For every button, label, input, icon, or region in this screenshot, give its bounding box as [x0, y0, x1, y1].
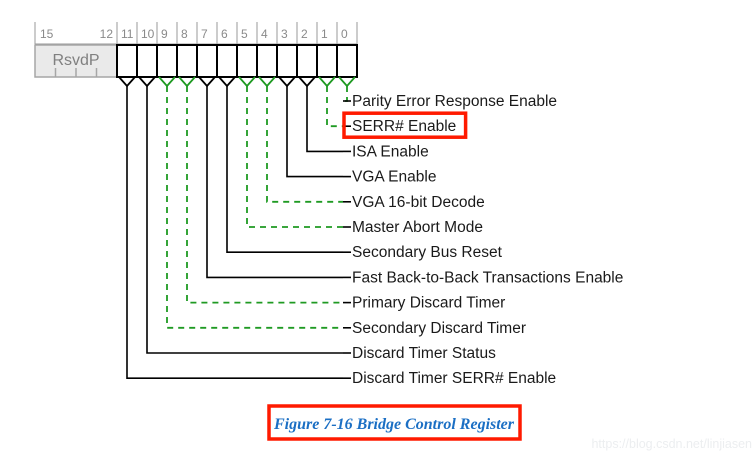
- bit-number-8: 8: [181, 27, 188, 41]
- bit-number-5: 5: [241, 27, 248, 41]
- bit-notch-3: [278, 76, 296, 88]
- connector-bit-9: [166, 86, 343, 329]
- bit-notch-5: [238, 76, 256, 88]
- bit-cell-3: [276, 44, 298, 78]
- connector-lines: [126, 86, 351, 380]
- highlight-boxes: [342, 111, 468, 139]
- bit-notch-10: [138, 76, 156, 88]
- bit-cell-8: [176, 44, 198, 78]
- bit-number-10: 10: [141, 27, 155, 41]
- bit-cell-6: [216, 44, 238, 78]
- caption-text: Figure 7-16 Bridge Control Register: [273, 416, 515, 433]
- bit-cell-9: [156, 44, 178, 78]
- bit-number-0: 0: [341, 27, 348, 41]
- figure-caption: Figure 7-16 Bridge Control Register: [267, 404, 522, 441]
- connector-bit-4: [266, 86, 343, 203]
- bit-number-15: 15: [40, 27, 54, 41]
- bit-notch-2: [298, 76, 316, 88]
- field-label-serr-enable[interactable]: SERR# Enable: [352, 118, 456, 135]
- bit-cell-4: [256, 44, 278, 78]
- bit-cell-row: [116, 44, 358, 78]
- bit-cell-1: [316, 44, 338, 78]
- field-label-master-abort-mode[interactable]: Master Abort Mode: [352, 219, 483, 236]
- bit-number-12: 12: [100, 27, 114, 41]
- bit-notch-0: [338, 76, 356, 88]
- field-label-discard-timer-serr-enable[interactable]: Discard Timer SERR# Enable: [352, 370, 556, 387]
- connector-bit-8: [186, 86, 343, 304]
- bit-notches: [118, 76, 356, 88]
- bit-number-7: 7: [201, 27, 208, 41]
- connector-bit-3: [286, 86, 343, 178]
- bit-notch-9: [158, 76, 176, 88]
- bit-number-11: 11: [121, 27, 134, 41]
- bit-cell-5: [236, 44, 258, 78]
- bit-number-4: 4: [261, 27, 268, 41]
- bit-cell-11: [116, 44, 138, 78]
- bit-number-9: 9: [161, 27, 168, 41]
- reserved-field-rsvdp: RsvdP: [34, 44, 118, 78]
- connector-bit-6: [226, 86, 343, 253]
- bit-cell-10: [136, 44, 158, 78]
- field-label-vga-enable[interactable]: VGA Enable: [352, 169, 436, 186]
- watermark-text: https://blog.csdn.net/linjiasen: [591, 437, 752, 451]
- bit-number-2: 2: [301, 27, 308, 41]
- field-label-secondary-discard-timer[interactable]: Secondary Discard Timer: [352, 320, 526, 337]
- connector-bit-7: [206, 86, 343, 279]
- bit-number-6: 6: [221, 27, 228, 41]
- bit-cell-7: [196, 44, 218, 78]
- field-label-primary-discard-timer[interactable]: Primary Discard Timer: [352, 295, 505, 312]
- connector-bit-10: [146, 86, 343, 354]
- bit-notch-6: [218, 76, 236, 88]
- reserved-field-label: RsvdP: [52, 52, 99, 69]
- field-label-fast-back-to-back-transactions-enable[interactable]: Fast Back-to-Back Transactions Enable: [352, 269, 623, 286]
- field-label-secondary-bus-reset[interactable]: Secondary Bus Reset: [352, 244, 503, 261]
- bit-number-3: 3: [281, 27, 288, 41]
- bit-notch-11: [118, 76, 136, 88]
- connector-bit-5: [246, 86, 343, 228]
- field-label-parity-error-response-enable[interactable]: Parity Error Response Enable: [352, 93, 557, 110]
- field-label-discard-timer-status[interactable]: Discard Timer Status: [352, 345, 496, 362]
- bit-notch-1: [318, 76, 336, 88]
- field-label-vga-16-bit-decode[interactable]: VGA 16-bit Decode: [352, 194, 485, 211]
- bit-notch-7: [198, 76, 216, 88]
- caption-border: [267, 404, 522, 441]
- field-label-isa-enable[interactable]: ISA Enable: [352, 143, 429, 160]
- bit-cell-2: [296, 44, 318, 78]
- highlight-box-1: [342, 111, 468, 139]
- bit-cell-0: [336, 44, 358, 78]
- connector-bit-2: [306, 86, 343, 153]
- bit-notch-8: [178, 76, 196, 88]
- bit-number-1: 1: [321, 27, 328, 41]
- connector-bit-11: [126, 86, 343, 379]
- bit-notch-4: [258, 76, 276, 88]
- connector-bit-1: [326, 86, 343, 128]
